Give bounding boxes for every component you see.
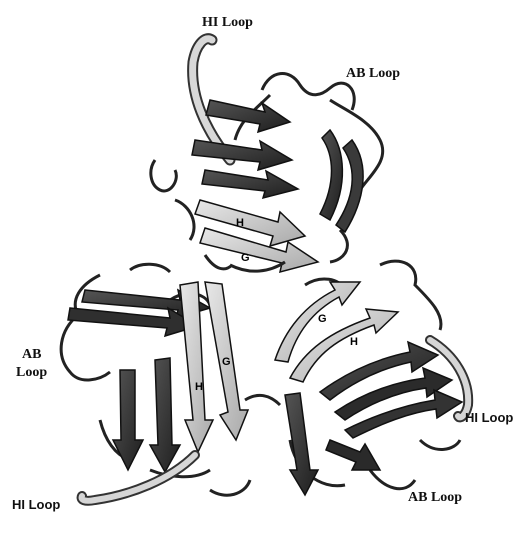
- label-ab-loop-bottom-right: AB Loop: [408, 490, 462, 506]
- label-ab-loop-left-line2: Loop: [16, 365, 47, 381]
- top-strand-3: [202, 170, 298, 198]
- monomer-left: H G: [61, 264, 250, 501]
- top-strand-right-1: [320, 130, 342, 220]
- right-strand-letter-g: G: [318, 313, 327, 325]
- left-strand-vertical-1: [113, 370, 143, 470]
- top-strand-letter-h: H: [236, 217, 244, 229]
- left-strand-letter-g: G: [222, 356, 231, 368]
- label-hi-loop-bottom-left: HI Loop: [12, 497, 60, 513]
- label-ab-loop-left-line1: AB: [22, 347, 41, 363]
- top-strand-1: [206, 100, 290, 132]
- right-strand-vertical-2: [326, 440, 380, 470]
- label-hi-loop-top: HI Loop: [202, 15, 253, 31]
- left-strand-vertical-2: [150, 358, 180, 472]
- top-strand-2: [192, 140, 292, 170]
- label-hi-loop-right: HI Loop: [465, 410, 513, 426]
- right-strand-letter-h: H: [350, 336, 358, 348]
- top-strand-letter-g: G: [241, 252, 250, 264]
- left-strand-letter-h: H: [195, 381, 203, 393]
- monomer-right: G H: [275, 261, 468, 495]
- label-ab-loop-top: AB Loop: [346, 66, 400, 82]
